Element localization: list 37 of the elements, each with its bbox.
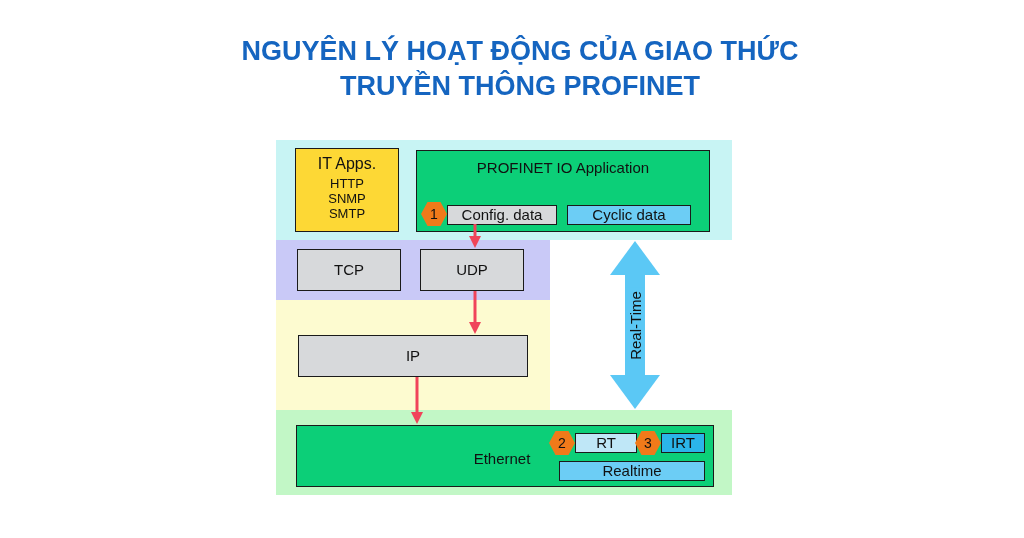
process-box [559, 461, 705, 481]
arrow [469, 224, 481, 248]
layer-band [276, 410, 732, 495]
box-label: Config. data [460, 206, 544, 224]
process-box [296, 425, 714, 487]
layer-band [276, 240, 550, 300]
box-label: 1 [429, 205, 439, 223]
box-label: Cyclic data [591, 206, 667, 224]
process-box [447, 205, 557, 225]
layer-band [276, 300, 550, 410]
arrow [411, 377, 423, 424]
box-label: HTTP SNMP SMTP [327, 177, 367, 222]
box-label: PROFINET IO Application [475, 159, 651, 177]
number-badge [635, 431, 661, 455]
process-box [567, 205, 691, 225]
arrow [469, 291, 481, 334]
number-badge [549, 431, 575, 455]
box-label: TCP [333, 261, 365, 279]
box-heading: IT Apps. [316, 155, 378, 174]
box-label: Realtime [601, 462, 663, 480]
diagram-title: NGUYÊN LÝ HOẠT ĐỘNG CỦA GIAO THỨC TRUYỀN THÔNG PROFINET [240, 34, 800, 104]
box-label: IRT [670, 434, 696, 452]
process-box [298, 335, 528, 377]
process-box [420, 249, 524, 291]
box-label: 3 [643, 434, 653, 452]
process-box [575, 433, 637, 453]
box-label: UDP [455, 261, 489, 279]
layer-band [276, 140, 732, 240]
process-box [661, 433, 705, 453]
box-label: 2 [557, 434, 567, 452]
number-badge [421, 202, 447, 226]
box-label: Ethernet [472, 450, 532, 468]
box-label: RT [595, 434, 617, 452]
box-label: IP [404, 347, 422, 365]
process-box [297, 249, 401, 291]
process-box [416, 150, 710, 232]
process-box [295, 148, 399, 232]
